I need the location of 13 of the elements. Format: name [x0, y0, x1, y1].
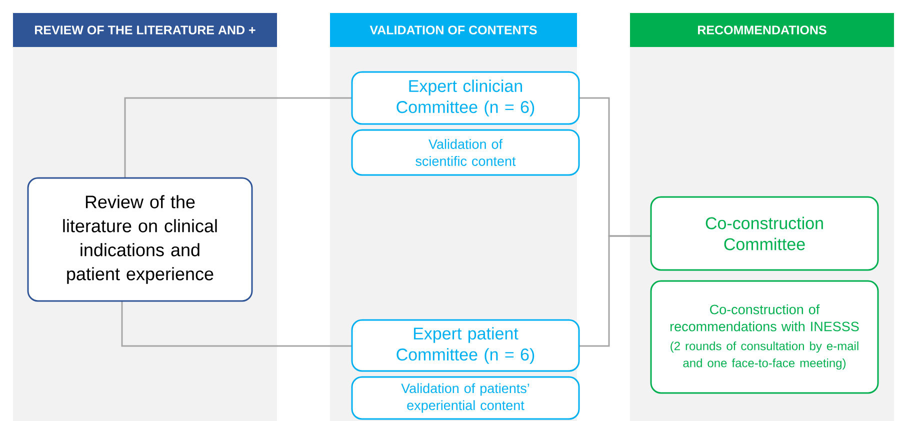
connector	[121, 301, 352, 347]
column-header: RECOMMENDATIONS	[630, 13, 894, 47]
note-box: Co-construction of recommendations with INESSS (2 rounds of consultation by e-mail and one face-to-face meeting)	[650, 280, 879, 394]
process-box: Expert patient Committee (n = 6)	[351, 319, 580, 372]
note-box: Validation of patients’ experiential content	[351, 376, 580, 420]
column-header: VALIDATION OF CONTENTS	[330, 13, 577, 47]
connector	[124, 97, 352, 178]
note-box: Validation of scientific content	[351, 129, 580, 176]
column-header: REVIEW OF THE LITERATURE AND +	[13, 13, 277, 47]
process-box: Co-construction Committee	[650, 196, 879, 271]
process-box: Review of the literature on clinical indications and patient experience	[27, 177, 253, 302]
process-box: Expert clinician Committee (n = 6)	[351, 71, 580, 125]
connector	[579, 235, 651, 347]
